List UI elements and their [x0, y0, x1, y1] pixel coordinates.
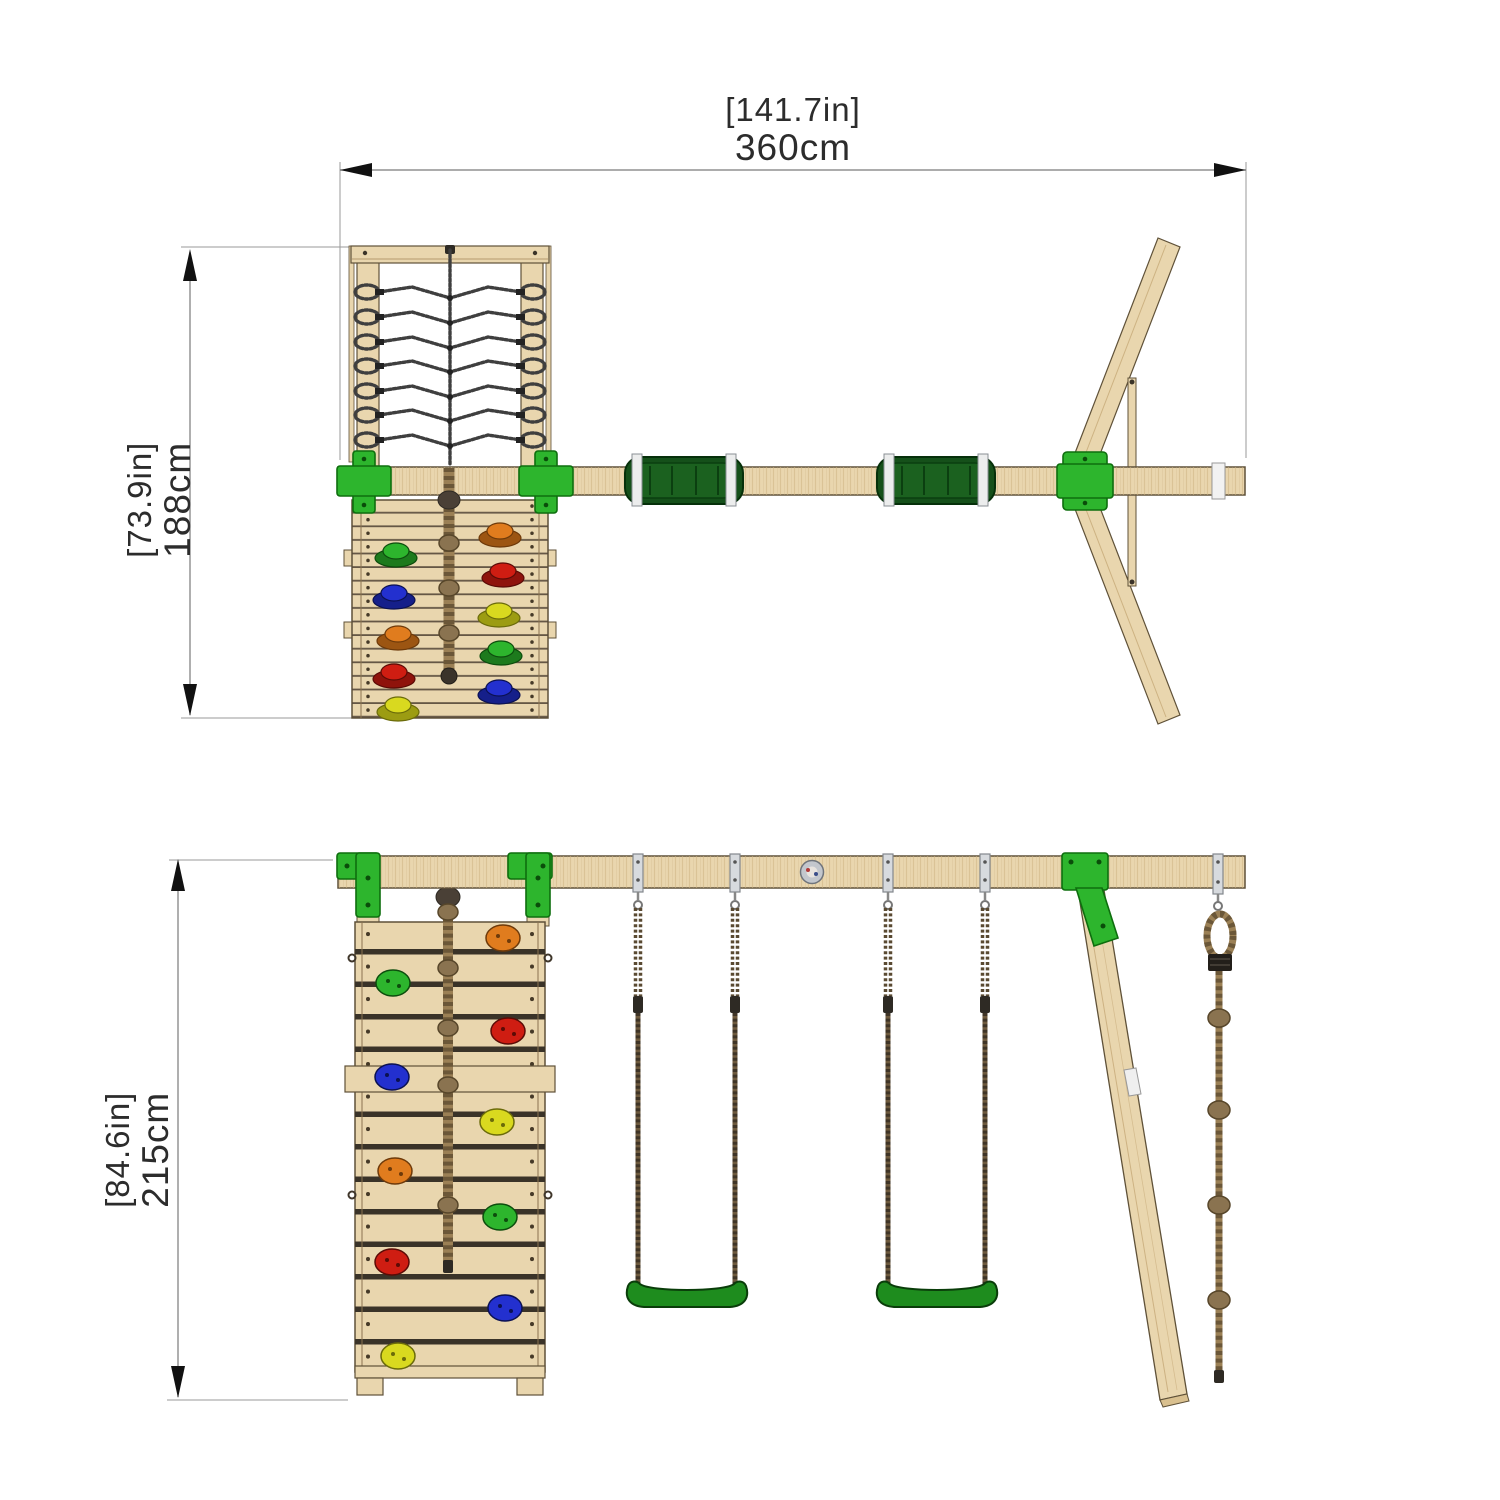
hold-red-icon [481, 562, 525, 588]
width-dimension-label: [141.7in] 360cm [643, 92, 943, 168]
leg-metal-band [1123, 1067, 1142, 1097]
hold-red-icon [374, 1248, 410, 1276]
hold-green-icon [479, 640, 523, 666]
swing-seat-front [625, 1280, 749, 1308]
hold-yellow-icon [477, 602, 521, 628]
top-view [181, 162, 1247, 725]
arrow-down-icon [183, 684, 197, 716]
arrow-down-icon [171, 1366, 185, 1398]
a-frame-leg-front [1077, 889, 1190, 1408]
beam-bracket-plan [336, 450, 1114, 514]
arrow-up-icon [171, 859, 185, 891]
net-knots-plan [375, 289, 525, 449]
hold-orange-icon [376, 625, 420, 651]
metal-band-plan [1211, 462, 1226, 500]
hold-blue-icon [374, 1063, 410, 1091]
hold-orange-icon [478, 522, 522, 548]
climbing-net-plan [353, 248, 547, 468]
a-frame-leg-lower-plan [1069, 486, 1181, 725]
seat-strap-icon [725, 453, 737, 507]
front-view [167, 852, 1246, 1408]
depth-cm-text: 188cm [156, 441, 198, 558]
height-dimension [167, 859, 348, 1401]
swing-hanger-icon [632, 853, 644, 910]
swing-seat-front [875, 1280, 999, 1308]
beam-front [337, 855, 1246, 889]
swing-rope [730, 908, 740, 1284]
seat-strap-icon [631, 453, 643, 507]
hold-yellow-icon [479, 1108, 515, 1136]
swing-rope [633, 908, 643, 1284]
rope-end-cap [1214, 1370, 1224, 1383]
swing-hanger-icon [882, 853, 894, 910]
brand-badge-icon [799, 859, 825, 885]
wall-brackets-front [336, 852, 553, 918]
swing-ropes-front [633, 908, 990, 1284]
width-cm-text: 360cm [734, 126, 852, 168]
hold-red-icon [372, 663, 416, 689]
swing-hangers-front [632, 853, 991, 910]
climbing-holds-plan [372, 522, 525, 722]
hold-red-icon [490, 1017, 526, 1045]
swing-seat-plan [876, 453, 996, 507]
hold-yellow-icon [380, 1342, 416, 1370]
seat-strap-icon [977, 453, 989, 507]
seat-strap-icon [883, 453, 895, 507]
hold-blue-icon [477, 679, 521, 705]
wall-climbing-rope-front [435, 886, 461, 1273]
a-frame-leg-upper-plan [1069, 237, 1181, 476]
height-cm-text: 215cm [134, 1091, 176, 1208]
hold-orange-icon [377, 1157, 413, 1185]
wall-foot [356, 1377, 384, 1396]
arrow-left-icon [340, 163, 372, 177]
hold-yellow-icon [376, 696, 420, 722]
swing-hanger-icon [979, 853, 991, 910]
hold-green-icon [374, 542, 418, 568]
hold-blue-icon [487, 1294, 523, 1322]
climbing-rope-plan [437, 468, 461, 685]
arrow-up-icon [183, 249, 197, 281]
swing-hanger-icon [729, 853, 741, 910]
depth-inches-text: [73.9in] [121, 441, 159, 558]
hold-green-icon [375, 969, 411, 997]
climbing-holds-front [374, 924, 526, 1370]
height-inches-text: [84.6in] [99, 1091, 137, 1208]
hold-green-icon [482, 1203, 518, 1231]
wall-foot [516, 1377, 544, 1396]
rope-end-cap [443, 1260, 453, 1273]
hold-blue-icon [372, 584, 416, 610]
hanging-climbing-rope-front [1203, 853, 1237, 1383]
hold-orange-icon [485, 924, 521, 952]
height-dimension-label: [84.6in] 215cm [99, 1000, 176, 1300]
swing-rope [883, 908, 893, 1284]
width-inches-text: [141.7in] [725, 91, 861, 128]
arrow-right-icon [1214, 163, 1246, 177]
swing-rope [980, 908, 990, 1284]
leg-bracket-front [1061, 852, 1120, 948]
width-dimension [339, 162, 1247, 460]
swing-seat-plan [624, 453, 744, 507]
rope-hanger-icon [1212, 853, 1224, 895]
depth-dimension-label: [73.9in] 188cm [121, 350, 198, 650]
